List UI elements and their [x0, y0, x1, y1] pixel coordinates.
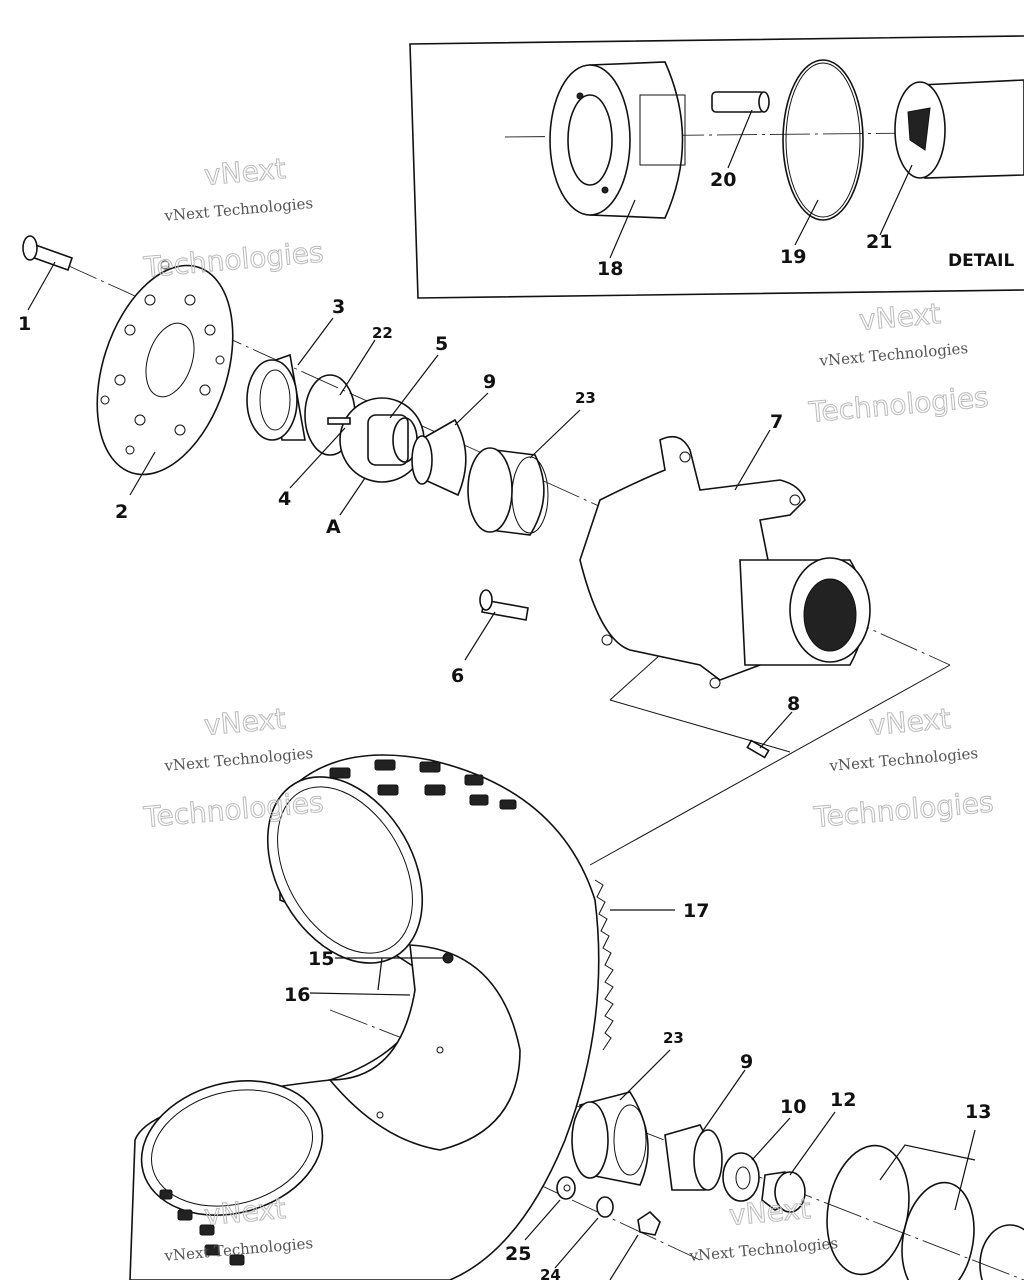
part-9-bearing-cone	[411, 418, 467, 497]
callout-labels: 1 2 3 22 5 9 23 7 4 A 6 8 18 20 19 21 DE…	[18, 169, 1014, 1280]
callout-9: 9	[483, 371, 496, 393]
part-24-lock-washer	[596, 1196, 614, 1218]
callout-15: 15	[308, 948, 334, 970]
callout-5: 5	[435, 333, 448, 355]
part-9-lower-bearing-cone	[664, 1124, 723, 1191]
part-1-bolt	[22, 235, 74, 272]
callout-23-lower: 23	[663, 1029, 684, 1047]
callout-13: 13	[965, 1101, 991, 1123]
watermark-outline: vNext	[858, 297, 942, 337]
watermark-block: vNext vNext Technologies Technologies	[141, 151, 325, 284]
part-19-ring	[782, 59, 864, 221]
callout-8: 8	[787, 693, 800, 715]
callout-20: 20	[710, 169, 736, 191]
callout-16: 16	[284, 984, 310, 1006]
watermark-text: vNext Technologies	[818, 339, 969, 370]
leader-lines	[27, 109, 976, 1280]
callout-9-lower: 9	[740, 1051, 753, 1073]
callout-A: A	[326, 516, 341, 538]
part-21-hub-knob	[894, 79, 1024, 179]
nut	[637, 1210, 661, 1236]
part-17-tire	[129, 754, 614, 1280]
watermark-outline: vNext	[868, 702, 952, 742]
part-25-washer	[556, 1176, 576, 1200]
part-8-screw	[746, 739, 770, 759]
detail-title: DETAIL	[948, 251, 1014, 271]
watermark-block: vNext vNext Technologies	[688, 1191, 839, 1265]
callout-25: 25	[505, 1243, 531, 1265]
callout-4: 4	[278, 488, 291, 510]
part-18-lock-collar	[549, 61, 686, 219]
callout-6: 6	[451, 665, 464, 687]
watermark-block: vNext vNext Technologies Technologies	[141, 701, 325, 834]
callout-1: 1	[18, 313, 31, 335]
callout-12: 12	[830, 1089, 856, 1111]
part-7-hub-housing	[579, 435, 871, 689]
watermark-outline: vNext	[203, 152, 287, 192]
watermark-outline: vNext	[203, 702, 287, 742]
watermark-text: vNext Technologies	[163, 194, 314, 225]
callout-3: 3	[332, 296, 345, 318]
callout-22: 22	[372, 324, 393, 342]
callout-7: 7	[770, 411, 783, 433]
watermark-block: vNext vNext Technologies Technologies	[811, 701, 995, 834]
watermark-outline: Technologies	[142, 235, 325, 284]
part-23-bearing-cup	[467, 447, 549, 536]
callout-19: 19	[780, 246, 806, 268]
watermark-outline: vNext	[203, 1192, 287, 1232]
part-10-washer	[722, 1152, 760, 1202]
callout-23: 23	[575, 389, 596, 407]
part-5-hub-assembly	[327, 397, 425, 483]
callout-2: 2	[115, 501, 128, 523]
watermark-text: vNext Technologies	[688, 1234, 839, 1265]
part-13-rings	[826, 1144, 1024, 1280]
part-23-lower-bearing-cup	[571, 1091, 649, 1186]
callout-17: 17	[683, 900, 709, 922]
callout-18: 18	[597, 258, 623, 280]
watermark-outline: vNext	[728, 1192, 812, 1232]
part-12-castle-nut	[761, 1171, 806, 1213]
callout-10: 10	[780, 1096, 806, 1118]
detail-box	[409, 35, 1024, 299]
part-20-pin	[711, 91, 770, 113]
watermark-block: vNext vNext Technologies Technologies	[806, 296, 990, 429]
part-2-brake-disc	[96, 260, 234, 476]
watermark-text: vNext Technologies	[163, 744, 314, 775]
watermark-text: vNext Technologies	[828, 744, 979, 775]
part-6-bolt	[479, 589, 529, 621]
watermark-outline: Technologies	[812, 785, 995, 834]
watermark-outline: Technologies	[807, 380, 990, 429]
callout-21: 21	[866, 231, 892, 253]
callout-24: 24	[540, 1266, 561, 1280]
part-3-seal	[246, 353, 306, 441]
